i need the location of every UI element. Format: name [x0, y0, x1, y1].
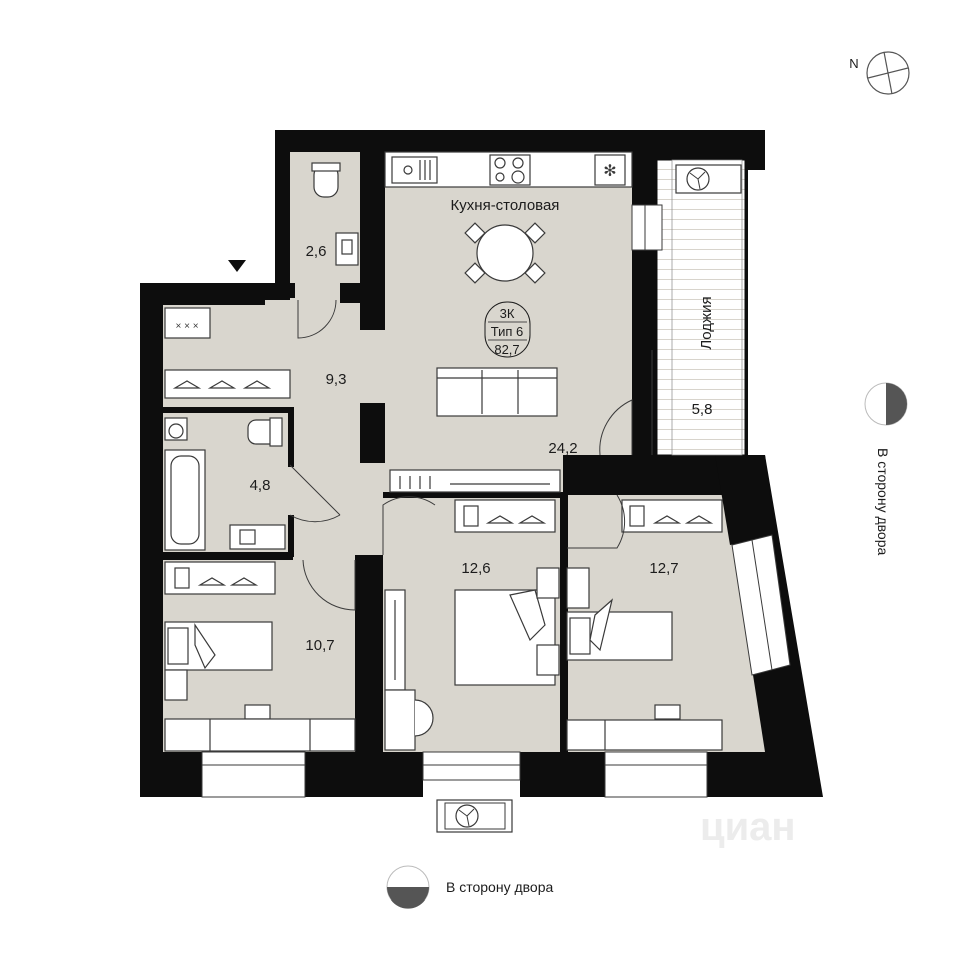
side-orientation: В сторону двора	[864, 382, 908, 555]
entrance-marker	[228, 260, 246, 272]
door-swings	[289, 299, 653, 611]
loggia	[656, 159, 746, 456]
wc-area: 2,6	[306, 243, 327, 260]
bottom-orientation-label: В сторону двора	[446, 879, 553, 895]
compass-north-label: N	[849, 56, 858, 71]
badge-rooms: 3К	[500, 306, 515, 321]
badge-area: 82,7	[494, 342, 519, 357]
interior-walls	[163, 152, 775, 755]
watermark: циан	[700, 805, 796, 849]
bedroom-right-area: 12,7	[649, 560, 678, 577]
bedroom-left-furniture	[164, 561, 356, 752]
bath-furniture	[164, 417, 286, 551]
hall-area: 9,3	[326, 371, 347, 388]
kitchen-furniture: ✻	[384, 151, 633, 493]
bedroom-right-furniture	[566, 499, 723, 751]
ac-unit-outdoor	[436, 799, 513, 833]
compass: N	[849, 51, 910, 95]
bedroom-left-area: 10,7	[305, 637, 334, 654]
windows	[201, 204, 791, 798]
bath-area: 4,8	[250, 477, 271, 494]
bedroom-mid-furniture	[384, 499, 560, 751]
apartment-badge: 3К Тип 6 82,7	[484, 301, 531, 358]
badge-type: Тип 6	[491, 324, 524, 339]
svg-text:× × ×: × × ×	[175, 321, 198, 332]
loggia-name: Лоджия	[698, 296, 715, 349]
hall-furniture: × × ×	[164, 307, 291, 399]
wc-furniture	[311, 162, 359, 266]
side-orientation-label: В сторону двора	[875, 448, 891, 555]
svg-text:✻: ✻	[603, 163, 616, 180]
compass-icon	[866, 51, 910, 95]
bedroom-mid-area: 12,6	[461, 560, 490, 577]
room-labels: Кухня-столовая 24,2 2,6 9,3 4,8 10,7 12,…	[250, 197, 715, 654]
loggia-area: 5,8	[692, 401, 713, 418]
bottom-orientation: В сторону двора	[386, 865, 553, 909]
kitchen-area: 24,2	[548, 440, 577, 457]
kitchen-name: Кухня-столовая	[451, 197, 560, 214]
kitchen-floor	[360, 152, 655, 497]
